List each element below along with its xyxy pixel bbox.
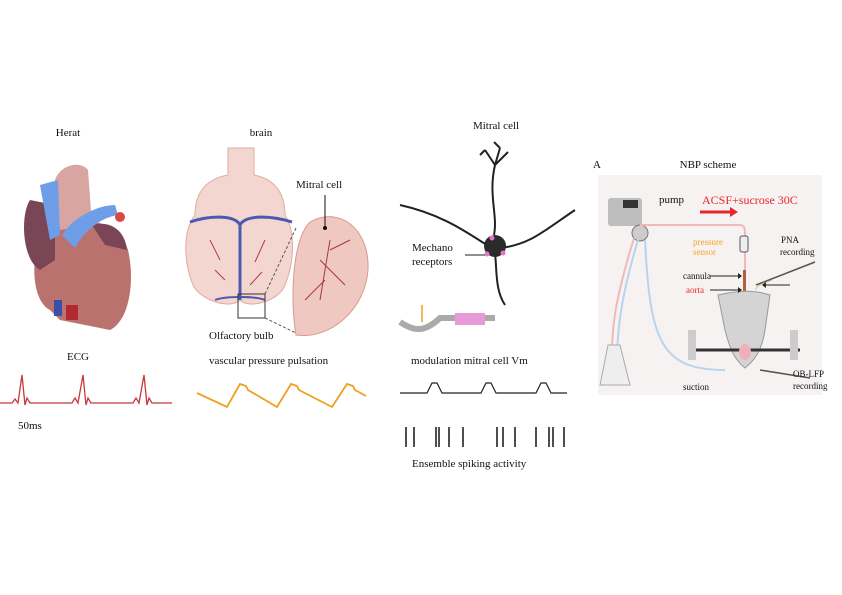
mitral-cell-title: Mitral cell [472,120,520,132]
pump-label: pump [659,194,685,206]
ecg-trace [0,374,172,406]
brain-mitral-cell-label: Mitral cell [296,179,343,191]
vm-trace [400,382,567,394]
nbp-title: NBP scheme [679,159,737,171]
pna-label-2: recording [780,247,815,257]
brain-illustration [185,147,369,337]
oblfp-label-2: recording [793,381,828,391]
pressure-sensor-label-1: pressure [693,237,723,247]
cannula-label: cannula [683,271,711,281]
heart-title: Herat [55,127,81,139]
panel-letter: A [593,159,601,171]
aorta-label: aorta [686,285,704,295]
pna-label-1: PNA [781,235,800,245]
pressure-trace-label: vascular pressure pulsation [209,355,329,367]
olfactory-bulb-label: Olfactory bulb [209,330,274,342]
mechano-label-2: receptors [412,256,453,268]
perfusate-label: ACSF+sucrose 30C [702,193,798,207]
mitral-cell-illustration [398,141,576,332]
ecg-label: ECG [67,351,89,363]
heart-illustration [24,164,131,330]
nbp-illustration [599,198,816,386]
pressure-sensor-label-2: sensor [693,247,716,257]
scale-label: 50ms [18,420,42,432]
suction-label: suction [683,382,709,392]
spiking-label: Ensemble spiking activity [412,458,527,470]
vm-label: modulation mitral cell Vm [411,355,528,367]
oblfp-label-1: OB-LFP [793,369,825,379]
spike-raster [405,427,565,447]
vascular-pressure-trace [196,382,367,409]
brain-title: brain [249,127,273,139]
mechano-label-1: Mechano [412,242,453,254]
